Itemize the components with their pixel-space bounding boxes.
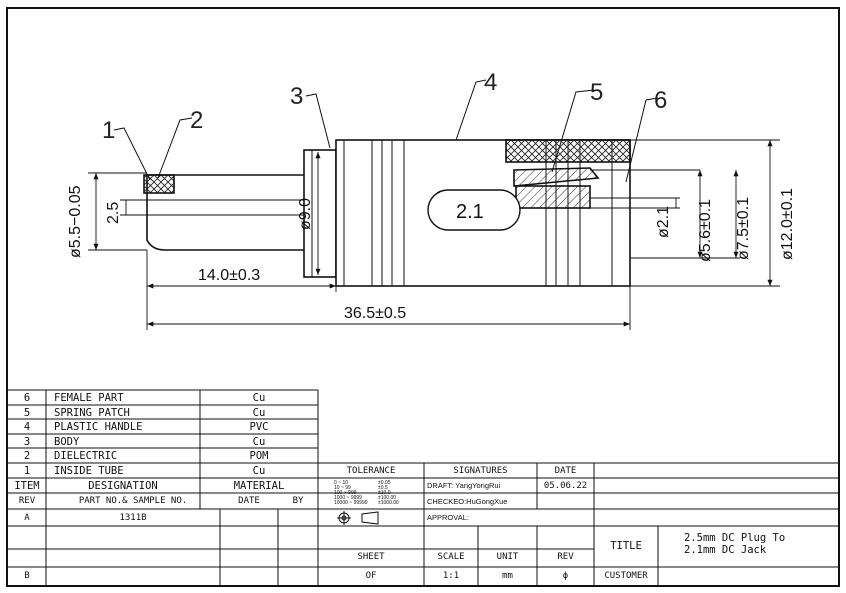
rev-row-a-rev: A [24,513,30,523]
signatures-label: SIGNATURES [453,466,508,476]
rev-header-part: PART NO.& SAMPLE NO. [78,496,188,506]
bom-row-4-designation: PLASTIC HANDLE [54,421,143,433]
projection-symbol-icon [337,511,379,525]
dim-d25: 2.5 [105,202,122,224]
date-value: 05.06.22 [543,481,588,491]
bom-row-4-item: 4 [23,421,31,433]
rev-value: ϕ [562,571,569,581]
title-label: TITLE [610,540,642,552]
balloon-leaders [113,79,659,183]
rev-header-date: DATE [238,496,260,506]
dim-l14: 14.0±0.3 [198,267,260,284]
bom-row-3-designation: BODY [54,436,80,448]
dimension-texts: ø5.5−0.05 2.5 ø9.0 2.1 ø2.1 ø5.6±0.1 ø7.… [67,185,796,322]
plug-pin [146,174,339,251]
dim-d90: ø9.0 [297,198,314,230]
drawing-border [6,7,840,587]
rev-header-by: BY [292,496,304,506]
dim-d75: ø7.5±0.1 [735,197,752,260]
title-block-grid [8,389,839,586]
bom-row-6-designation: FEMALE PART [54,392,124,404]
scale-value: 1:1 [442,571,460,581]
rev-row-a-part: 1311B [119,513,147,523]
bom-row-3-material: Cu [252,436,266,448]
dim-inner: 2.1 [456,201,484,223]
title-line-2: 2.1mm DC Jack [684,544,767,556]
dim-d55: ø5.5−0.05 [67,185,84,258]
date-label: DATE [554,466,577,476]
dim-d21: ø2.1 [655,206,672,238]
female-part-hatch [515,185,591,209]
dim-d56: ø5.6±0.1 [697,199,714,262]
rev-row-b-rev: B [24,571,30,581]
bom-row-4-material: PVC [249,421,269,433]
dim-d120: ø12.0±0.1 [779,188,796,260]
signature-draft: DRAFT: YangYongRui [427,481,501,490]
tolerance-label: TOLERANCE [346,466,396,476]
title-line-1: 2.5mm DC Plug To [684,532,786,544]
tolerance-range-3: 1000 ~ 9999 [334,495,362,501]
bom-header-item: ITEM [14,480,40,492]
bom-row-6-material: Cu [252,392,266,404]
dim-l365: 36.5±0.5 [344,305,406,322]
rev-label: REV [557,552,574,562]
dimension-lines [88,139,780,330]
tolerance-value-2: ±10.0 [378,490,391,496]
rev-header-rev: REV [18,496,36,506]
bom-row-1-material: Cu [252,465,266,477]
customer-label: CUSTOMER [604,571,648,581]
balloon-labels: 1 2 3 4 5 6 [102,69,667,144]
bom-header-material: MATERIAL [233,480,285,492]
unit-label: UNIT [496,552,519,562]
bom-row-5-designation: SPRING PATCH [54,407,130,419]
tolerance-value-0: ±0.05 [378,480,391,486]
bom-row-2-material: POM [249,450,269,462]
tolerance-value-3: ±100.00 [378,495,397,501]
sheet-label: SHEET [357,552,385,562]
signature-checked: CHECKEO:HuGongXue [427,497,508,506]
scale-label: SCALE [437,552,465,562]
bom-row-6-item: 6 [23,392,31,404]
tolerance-range-4: 10000 ~ 99999 [334,500,368,506]
tolerance-value-1: ±0.5 [378,485,388,491]
balloon-5: 5 [590,79,603,106]
spring-patch [513,167,600,187]
center-slot [427,189,521,231]
bom-row-1-item: 1 [23,465,31,477]
balloon-4: 4 [484,69,497,96]
bom-row-5-material: Cu [252,407,266,419]
bom-header-designation: DESIGNATION [88,480,158,492]
unit-value: mm [502,571,513,581]
bom-row-2-item: 2 [23,450,31,462]
balloon-3: 3 [290,83,303,110]
signature-approval: APPROVAL: [427,513,469,522]
tolerance-range-2: 100 ~ 999 [334,490,357,496]
tolerance-range-0: 0 ~ 10 [334,480,349,486]
balloon-6: 6 [654,87,667,114]
bom-row-1-designation: INSIDE TUBE [54,465,124,477]
balloon-2: 2 [190,107,203,134]
balloon-1: 1 [102,117,115,144]
bom-row-3-item: 3 [23,436,31,448]
bom-row-2-designation: DIELECTRIC [54,450,118,462]
tolerance-value-4: ±1000.00 [378,500,399,506]
bom-row-5-item: 5 [23,407,31,419]
handle-section-hatch [505,139,631,163]
sheet-value: OF [365,571,377,581]
tolerance-range-1: 10 ~ 99 [334,485,351,491]
part-view [143,139,631,287]
